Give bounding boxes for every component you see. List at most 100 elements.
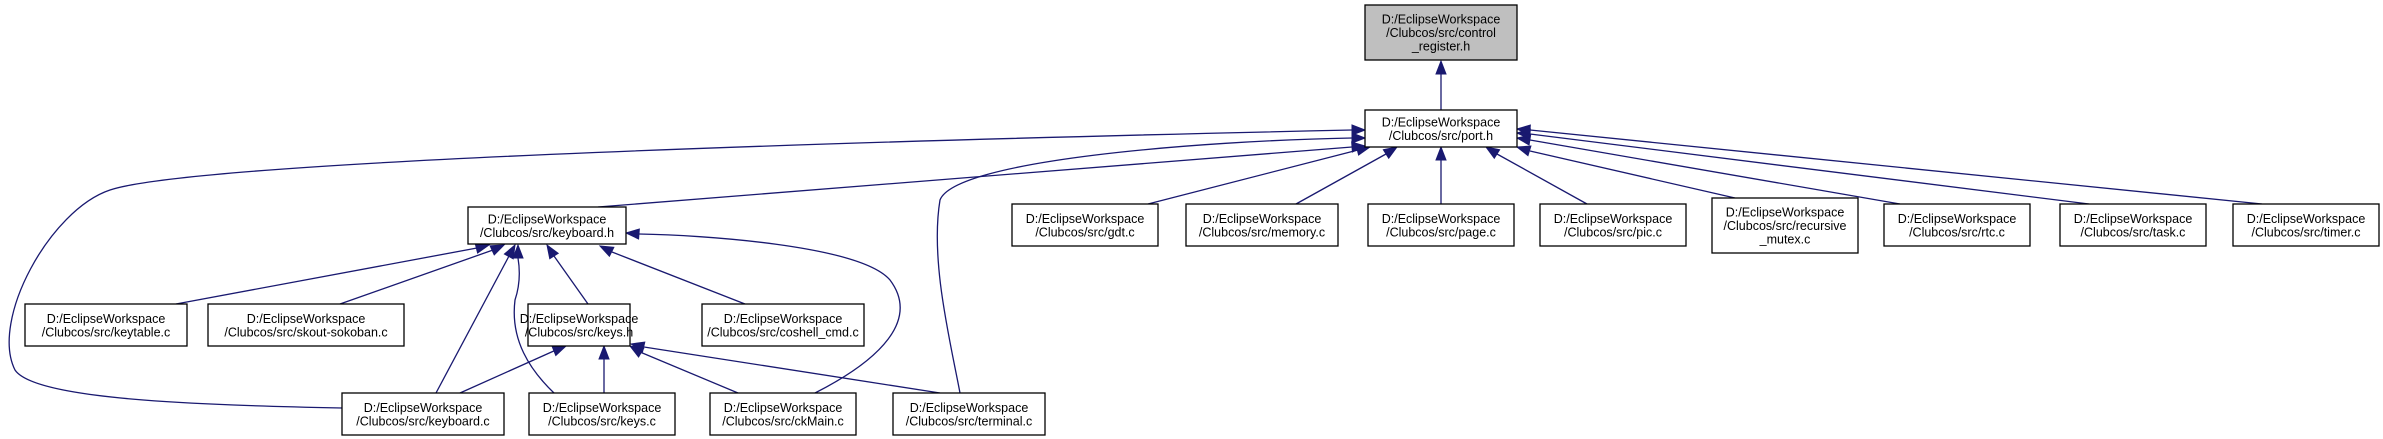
node-label-line: /Clubcos/src/keytable.c	[42, 325, 171, 339]
node-port_h[interactable]: D:/EclipseWorkspace/Clubcos/src/port.h	[1364, 109, 1518, 148]
node-ckmain_c[interactable]: D:/EclipseWorkspace/Clubcos/src/ckMain.c	[709, 392, 857, 436]
edge-memory_c-to-port_h	[1295, 146, 1399, 205]
node-box[interactable]	[467, 206, 627, 245]
node-keytable_c[interactable]: D:/EclipseWorkspace/Clubcos/src/keytable…	[24, 303, 188, 347]
node-box[interactable]	[709, 392, 857, 436]
node-box[interactable]	[1711, 197, 1859, 254]
nodes-layer: D:/EclipseWorkspace/Clubcos/src/control _…	[24, 4, 2380, 436]
node-box[interactable]	[207, 303, 405, 347]
node-label-line: D:/EclipseWorkspace	[1726, 206, 1845, 220]
node-label-line: D:/EclipseWorkspace	[1203, 212, 1322, 226]
edge-page_c-to-port_h	[1435, 145, 1447, 204]
node-label-line: /Clubcos/src/task.c	[2081, 225, 2186, 239]
node-label-line: /Clubcos/src/port.h	[1389, 129, 1493, 143]
edge-line	[936, 137, 1353, 394]
edge-arrowhead	[1515, 145, 1532, 157]
edge-line	[1529, 139, 1901, 205]
node-pic_c[interactable]: D:/EclipseWorkspace/Clubcos/src/pic.c	[1539, 203, 1687, 247]
edge-keys_c-to-keys_h	[598, 344, 610, 393]
node-memory_c[interactable]: D:/EclipseWorkspace/Clubcos/src/memory.c	[1185, 203, 1339, 247]
edge-arrowhead	[546, 243, 560, 260]
node-box[interactable]	[1185, 203, 1339, 247]
edge-line	[435, 255, 510, 394]
node-label-line: D:/EclipseWorkspace	[1382, 115, 1501, 129]
edge-terminal_c-to-port_h	[936, 132, 1367, 394]
edge-arrowhead	[1382, 146, 1399, 160]
node-terminal_c[interactable]: D:/EclipseWorkspace/Clubcos/src/terminal…	[892, 392, 1046, 436]
node-label-line: /Clubcos/src/page.c	[1386, 225, 1496, 239]
edge-arrowhead	[624, 228, 640, 240]
node-box[interactable]	[892, 392, 1046, 436]
node-keyboard_c[interactable]: D:/EclipseWorkspace/Clubcos/src/keyboard…	[341, 392, 505, 436]
edge-keytable_c-to-keyboard_h	[175, 242, 491, 305]
node-label-line: D:/EclipseWorkspace	[2074, 212, 2193, 226]
edge-skout_sokoban_c-to-keyboard_h	[339, 244, 506, 305]
edge-line	[175, 247, 478, 305]
node-box[interactable]	[528, 392, 676, 436]
node-task_c[interactable]: D:/EclipseWorkspace/Clubcos/src/task.c	[2059, 203, 2207, 247]
edge-line	[1147, 149, 1359, 205]
node-box[interactable]	[1539, 203, 1687, 247]
edge-keys_c-to-keyboard_h	[512, 243, 555, 394]
edge-keyboard_h-to-port_h	[597, 141, 1367, 208]
edge-arrowhead	[512, 243, 524, 259]
node-box[interactable]	[1367, 203, 1515, 247]
node-label-line: /Clubcos/src/skout-sokoban.c	[224, 325, 387, 339]
edge-arrowhead	[551, 345, 568, 357]
edge-line	[643, 346, 941, 394]
node-box[interactable]	[1364, 4, 1518, 61]
node-label-line: D:/EclipseWorkspace	[488, 212, 607, 226]
node-coshell_cmd_c[interactable]: D:/EclipseWorkspace/Clubcos/src/coshell_…	[701, 303, 865, 347]
node-keys_c[interactable]: D:/EclipseWorkspace/Clubcos/src/keys.c	[528, 392, 676, 436]
node-label-line: /Clubcos/src/terminal.c	[906, 414, 1032, 428]
node-box[interactable]	[527, 303, 631, 347]
edge-line	[8, 129, 1353, 409]
edges-layer	[8, 59, 2263, 409]
node-label-line: D:/EclipseWorkspace	[1898, 212, 2017, 226]
edge-rtc_c-to-port_h	[1515, 134, 1901, 205]
edge-recursive_mutex_c-to-port_h	[1515, 145, 1736, 199]
edge-line	[513, 257, 555, 394]
node-label-line: _mutex.c	[1759, 233, 1811, 247]
node-label-line: /Clubcos/src/coshell_cmd.c	[707, 325, 858, 339]
node-box[interactable]	[1883, 203, 2031, 247]
edge-arrowhead	[1484, 146, 1501, 160]
edge-line	[1295, 153, 1387, 205]
node-label-line: /Clubcos/src/pic.c	[1564, 225, 1662, 239]
node-label-line: /Clubcos/src/memory.c	[1199, 225, 1325, 239]
edge-arrowhead	[1435, 59, 1447, 75]
node-skout_sokoban_c[interactable]: D:/EclipseWorkspace/Clubcos/src/skout-so…	[207, 303, 405, 347]
node-label-line: D:/EclipseWorkspace	[364, 401, 483, 415]
node-label-line: D:/EclipseWorkspace	[47, 312, 166, 326]
node-label-line: /Clubcos/src/gdt.c	[1035, 225, 1134, 239]
edge-arrowhead	[1435, 145, 1447, 161]
edge-timer_c-to-port_h	[1515, 124, 2263, 205]
node-control_register_h[interactable]: D:/EclipseWorkspace/Clubcos/src/control_…	[1364, 4, 1518, 61]
node-box[interactable]	[24, 303, 188, 347]
node-box[interactable]	[341, 392, 505, 436]
node-page_c[interactable]: D:/EclipseWorkspace/Clubcos/src/page.c	[1367, 203, 1515, 247]
node-gdt_c[interactable]: D:/EclipseWorkspace/Clubcos/src/gdt.c	[1011, 203, 1159, 247]
node-box[interactable]	[2059, 203, 2207, 247]
node-timer_c[interactable]: D:/EclipseWorkspace/Clubcos/src/timer.c	[2232, 203, 2380, 247]
node-recursive_mutex_c[interactable]: D:/EclipseWorkspace/Clubcos/src/recursiv…	[1711, 197, 1859, 254]
edge-arrowhead	[629, 341, 646, 353]
node-rtc_c[interactable]: D:/EclipseWorkspace/Clubcos/src/rtc.c	[1883, 203, 2031, 247]
node-box[interactable]	[1364, 109, 1518, 148]
edge-arrowhead	[1351, 132, 1367, 144]
node-box[interactable]	[701, 303, 865, 347]
node-label-line: /Clubcos/src/timer.c	[2251, 225, 2360, 239]
node-keys_h[interactable]: D:/EclipseWorkspace/Clubcos/src/keys.h	[520, 303, 639, 347]
edge-line	[339, 249, 494, 305]
node-label-line: /Clubcos/src/rtc.c	[1909, 225, 2005, 239]
node-keyboard_h[interactable]: D:/EclipseWorkspace/Clubcos/src/keyboard…	[467, 206, 627, 245]
node-label-line: /Clubcos/src/control	[1386, 26, 1496, 40]
edge-line	[1529, 150, 1736, 199]
node-label-line: /Clubcos/src/keys.h	[525, 325, 633, 339]
node-box[interactable]	[1011, 203, 1159, 247]
edge-keys_h-to-keyboard_h	[546, 243, 589, 305]
node-box[interactable]	[2232, 203, 2380, 247]
edge-line	[1529, 129, 2263, 205]
edge-task_c-to-port_h	[1515, 128, 2090, 205]
